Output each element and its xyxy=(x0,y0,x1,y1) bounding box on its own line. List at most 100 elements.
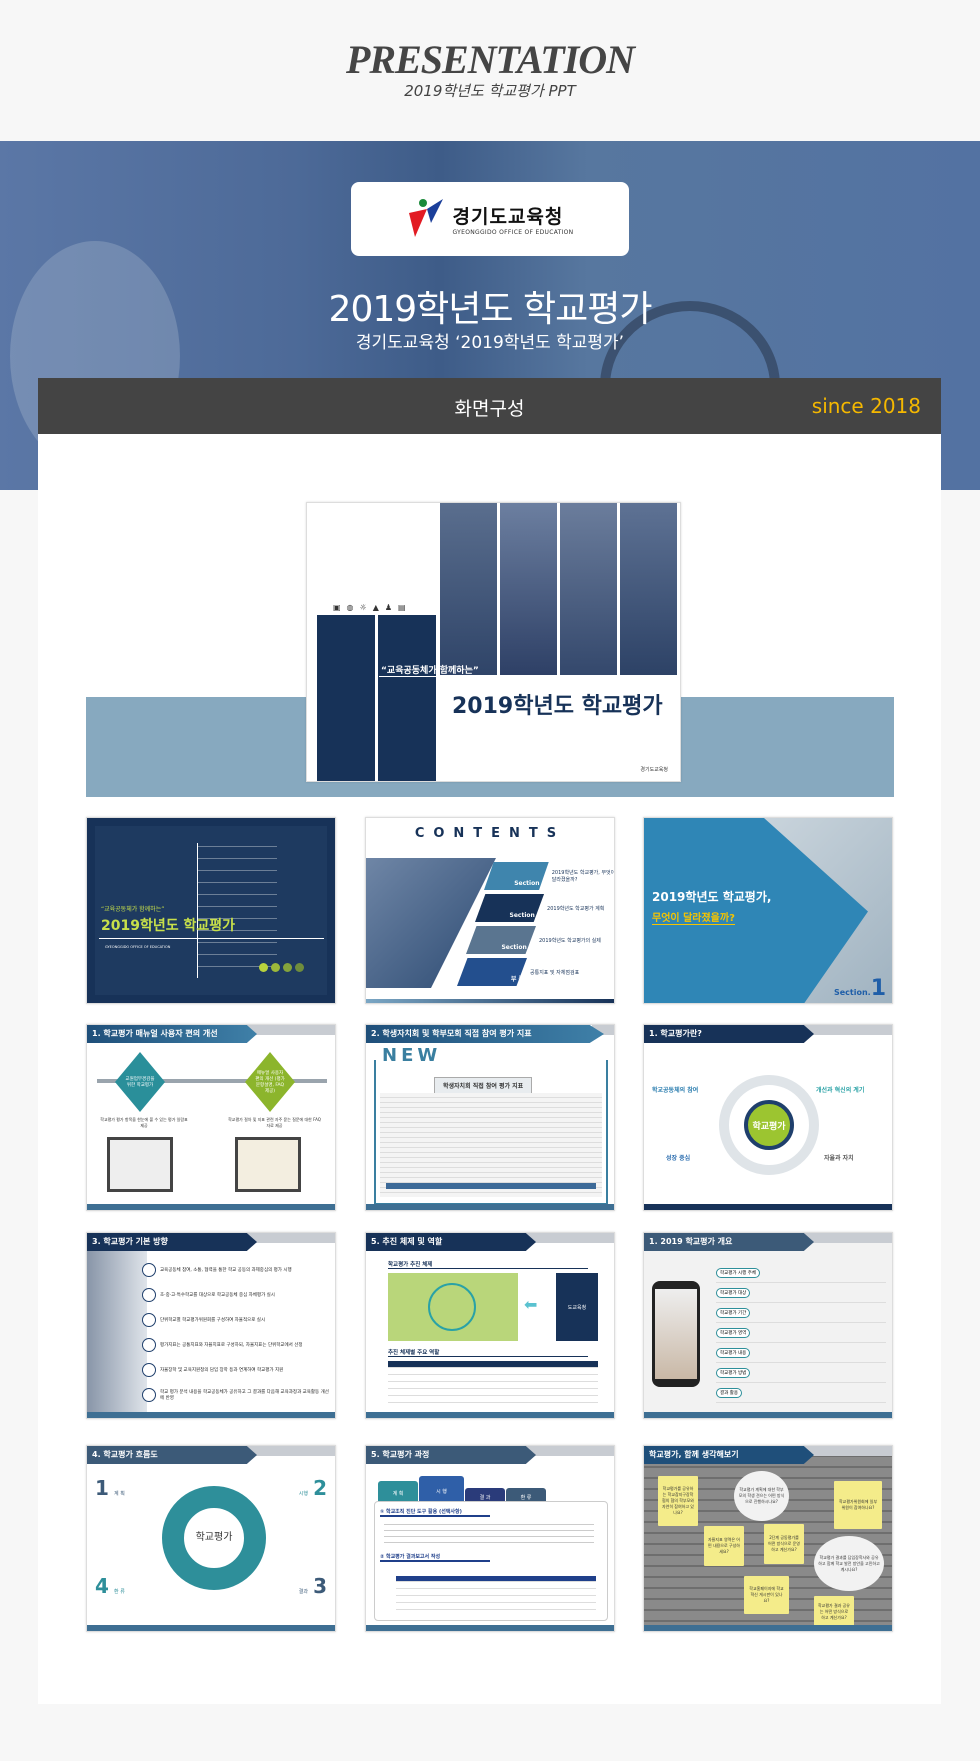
direction-item: 자율장학 및 교육지원청의 담임 장학 등과 연계하여 학교평가 지원 xyxy=(142,1357,332,1382)
logo-icon xyxy=(408,199,443,237)
slide-system[interactable]: 5. 추진 체제 및 역할 학교평가 추진 체제 ⬅ 도교육청 추진 체제별 주… xyxy=(365,1232,615,1419)
overview-pill: 학교평가 대상 xyxy=(716,1287,751,1298)
section-tag: Section 3 xyxy=(466,926,536,954)
overview-pill: 학교평가 영역 xyxy=(716,1327,751,1338)
phone-image xyxy=(652,1281,700,1387)
direction-item: 평가지표는 공통지표와 자율지표로 구성하되, 자율지표는 단위학교에서 선정 xyxy=(142,1332,332,1357)
item-text: 교육공동체 참여, 소통, 협력을 통한 학교 공동의 과제중심의 평가 시행 xyxy=(160,1267,292,1273)
sticky-note: 학교평가위원회에 일부 위원이 참여하나요? xyxy=(834,1481,882,1529)
system-heading: 학교평가 추진 체제 xyxy=(388,1260,588,1269)
slide-title: 5. 학교평가 과정 xyxy=(366,1446,536,1464)
step-label: 환 류 xyxy=(114,1589,125,1595)
step-number: 3 xyxy=(313,1574,327,1598)
section-text: 2019학년도 학교평가의 실제 xyxy=(539,937,601,944)
slide-cover[interactable]: “교육공동체가 함께하는” 2019학년도 학교평가 GYEONGGIDO OF… xyxy=(86,817,336,1004)
slide-title: 1. 2019 학교평가 개요 xyxy=(644,1233,814,1251)
section-text: 공통지표 및 자체점검표 xyxy=(530,969,580,976)
caption-1: 학교평가 평가 항목을 한눈에 볼 수 있는 평가 일람표 제공 xyxy=(100,1117,188,1128)
icons-row: ▣◍☼▲♟▤ xyxy=(333,603,412,612)
slide-title: 5. 추진 체제 및 역할 xyxy=(366,1233,536,1251)
slide-title: 2. 학생자치회 및 학부모회 직접 참여 평가 지표 xyxy=(366,1025,604,1043)
slide-section1[interactable]: 2019학년도 학교평가, 무엇이 달라졌을까? Section.1 xyxy=(643,817,893,1004)
banner-subtitle: 경기도교육청 ‘2019학년도 학교평가’ xyxy=(355,333,625,353)
flow-center: 학교평가 xyxy=(195,1532,233,1543)
item-text: 학교 평가 분석 내용을 학교공동체가 공유하고 그 결과를 다음해 교육과정과… xyxy=(160,1389,329,1401)
header-title: PRESENTATION xyxy=(345,37,635,82)
process-heading-1: ① 학교조직 진단 도구 활용 (선택사항) xyxy=(380,1508,490,1517)
student-photo xyxy=(440,503,677,675)
item-text: 자율장학 및 교육지원청의 담임 장학 등과 연계하여 학교평가 지원 xyxy=(160,1367,284,1373)
logo-en: GYEONGGIDO OFFICE OF EDUCATION xyxy=(452,229,574,236)
section-text: 2019학년도 학교평가, 무엇이 달라졌을까? xyxy=(551,870,615,883)
overview-pill: 결과 활용 xyxy=(716,1387,742,1398)
diamond-1: 교원업무경감을 위한 학교평가 xyxy=(115,1052,165,1112)
item-text: 초·중·고·특수학교를 대상으로 학교공동체 중심 자체평가 실시 xyxy=(160,1292,275,1298)
caption-2: 학교평가 절차 및 지표 관련 자주 묻는 질문에 대한 FAQ 자료 제공 xyxy=(228,1117,321,1128)
overview-row: 결과 활용 xyxy=(716,1383,886,1403)
center-circle: 학교평가 xyxy=(744,1100,794,1150)
header-subtitle: 2019학년도 학교평가 PPT xyxy=(404,82,576,100)
slide-think[interactable]: 학교평가, 함께 생각해보기 학교평가를 공유하는 학교참지구장학협의 협의 학… xyxy=(643,1445,893,1632)
step-number: 1 xyxy=(95,1476,109,1500)
item-growth: 성장 중심 xyxy=(666,1155,691,1162)
overview-pill: 학교평가 시행 주체 xyxy=(716,1267,760,1278)
logo: 경기도교육청 GYEONGGIDO OFFICE OF EDUCATION xyxy=(351,182,629,256)
cover-title: 2019학년도 학교평가 xyxy=(101,918,235,934)
step-number: 2 xyxy=(313,1476,327,1500)
cover-org: GYEONGGIDO OFFICE OF EDUCATION xyxy=(105,945,171,949)
direction-item: 교육공동체 참여, 소통, 협력을 통한 학교 공동의 과제중심의 평가 시행 xyxy=(142,1257,332,1282)
indicator-box: 학생자치회 직접 참여 평가 지표 xyxy=(434,1077,533,1094)
main-slide-title: 2019학년도 학교평가 xyxy=(452,694,663,719)
overview-pill: 학교평가 내용 xyxy=(716,1347,751,1358)
cover-quote: “교육공동체가 함께하는” xyxy=(101,906,165,913)
step-label: 계 획 xyxy=(114,1491,125,1497)
contents-title: CONTENTS xyxy=(414,826,566,841)
slide-what-is[interactable]: 1. 학교평가란? 학교평가 학교공동체의 참여 개선과 혁신의 계기 성장 중… xyxy=(643,1024,893,1211)
step-label: 결과 xyxy=(298,1589,308,1595)
slide-title: 학교평가, 함께 생각해보기 xyxy=(644,1446,814,1464)
overview-row: 학교평가 시행 주체 xyxy=(716,1263,886,1283)
office-box: 도교육청 xyxy=(556,1273,598,1341)
sticky-note: 학교평가 계획에 대한 학부모의 학생 견으는 어떤 방식으로 진행하시나요? xyxy=(734,1471,789,1521)
section-label: Section. xyxy=(833,988,871,997)
slide-title: 1. 학교평가란? xyxy=(644,1025,814,1043)
item-icon xyxy=(142,1312,156,1327)
slide-flow[interactable]: 4. 학교평가 흐름도 학교평가 1 계 획 시행 2 결과 3 4 환 류 xyxy=(86,1445,336,1632)
section-title: 화면구성 xyxy=(454,398,525,420)
slide-basic-direction[interactable]: 3. 학교평가 기본 방향 교육공동체 참여, 소통, 협력을 통한 학교 공동… xyxy=(86,1232,336,1419)
step-label: 시행 xyxy=(298,1491,308,1497)
item-text: 단위학교별 학교평가위원회를 구성하여 자율적으로 실시 xyxy=(160,1317,266,1323)
overview-row: 학교평가 내용 xyxy=(716,1343,886,1363)
section-bar: 화면구성 since 2018 xyxy=(38,378,941,434)
item-innovation: 개선과 혁신의 계기 xyxy=(816,1087,865,1094)
direction-item: 초·중·고·특수학교를 대상으로 학교공동체 중심 자체평가 실시 xyxy=(142,1282,332,1307)
item-icon xyxy=(142,1262,156,1277)
sticky-note: 2단계 공동평가를 어떤 방식으로 운영하고 계신가요? xyxy=(764,1524,804,1564)
slide-title: 1. 학교평가 매뉴얼 사용자 편의 개선 xyxy=(87,1025,257,1043)
overview-row: 학교평가 기간 xyxy=(716,1303,886,1323)
page-header: PRESENTATION 2019학년도 학교평가 PPT xyxy=(0,0,980,141)
sticky-note: 자율지표 영역은 어떤 내용으로 구성하세요? xyxy=(704,1526,744,1566)
slide-new-indicator[interactable]: 2. 학생자치회 및 학부모회 직접 참여 평가 지표 NEW 학생자치회 직접… xyxy=(365,1024,615,1211)
section-tag: Section 1 xyxy=(484,862,549,890)
overview-row: 학교평가 영역 xyxy=(716,1323,886,1343)
item-icon xyxy=(142,1362,156,1377)
slide-title: 4. 학교평가 흐름도 xyxy=(87,1446,257,1464)
overview-pill: 학교평가 기간 xyxy=(716,1307,751,1318)
sticky-note: 학교홈페이지에 학교혁신 게시판이 있나요? xyxy=(744,1576,789,1614)
item-text: 평가지표는 공통지표와 자율지표로 구성하되, 자율지표는 단위학교에서 선정 xyxy=(160,1342,303,1348)
item-icon xyxy=(142,1337,156,1352)
section-tag: Section 2 xyxy=(475,894,545,922)
banner-title: 2019학년도 학교평가 xyxy=(328,289,653,330)
slide-title: 3. 학교평가 기본 방향 xyxy=(87,1233,257,1251)
main-slide-logo: 경기도교육청 xyxy=(640,767,668,773)
slide-manual[interactable]: 1. 학교평가 매뉴얼 사용자 편의 개선 교원업무경감을 위한 학교평가 매뉴… xyxy=(86,1024,336,1211)
section-tag: 부 록 xyxy=(457,958,527,986)
